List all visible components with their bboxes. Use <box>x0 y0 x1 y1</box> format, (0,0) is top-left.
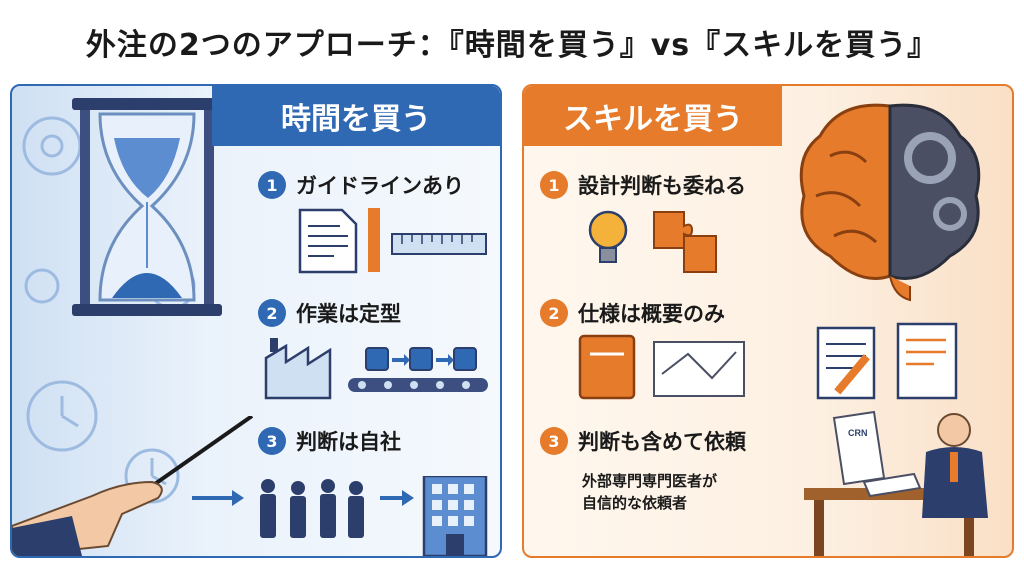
pointing-hand-icon <box>12 416 254 556</box>
document-label: CRN <box>848 428 868 438</box>
documents-pen-icon <box>816 322 958 400</box>
skill-panel: スキルを買う 1 設計判断も委ねる 2 仕様は概要のみ 3 判断も含め <box>522 84 1014 558</box>
item-label: ガイドラインあり <box>296 174 464 198</box>
document-ruler-icon <box>298 208 487 274</box>
page-title: 外注の2つのアプローチ：『時間を買う』vs『スキルを買う』 <box>85 28 939 63</box>
item-label: 判断は自社 <box>296 430 401 454</box>
skill-panel-header: スキルを買う <box>524 86 782 146</box>
item-label: 仕様は概要のみ <box>578 302 725 326</box>
time-item-routine: 2 作業は定型 <box>258 298 401 328</box>
item-number-badge: 1 <box>258 171 286 199</box>
expert-note-line: 自信的な依頼者 <box>582 494 688 512</box>
time-panel-header: 時間を買う <box>212 86 500 146</box>
brain-gear-icon <box>799 103 981 302</box>
book-sketch-icon <box>578 334 745 400</box>
item-label: 判断も含めて依頼 <box>578 430 746 454</box>
skill-item-delegate: 3 判断も含めて依頼 <box>540 426 746 456</box>
skill-item-spec: 2 仕様は概要のみ <box>540 298 725 328</box>
team-to-company-icon <box>192 476 488 556</box>
item-number-badge: 2 <box>258 299 286 327</box>
item-number-badge: 2 <box>540 299 568 327</box>
time-item-guideline: 1 ガイドラインあり <box>258 170 464 200</box>
item-label: 作業は定型 <box>296 302 401 326</box>
skill-item-design: 1 設計判断も委ねる <box>540 170 746 200</box>
hourglass-icon <box>72 98 222 316</box>
item-label: 設計判断も委ねる <box>578 174 746 198</box>
expert-at-desk-icon: CRN <box>804 410 988 556</box>
item-number-badge: 1 <box>540 171 568 199</box>
expert-note: 外部専門専門医者が 自信的な依頼者 <box>582 470 717 514</box>
lightbulb-puzzle-icon <box>588 210 717 273</box>
time-item-judgement: 3 判断は自社 <box>258 426 401 456</box>
item-number-badge: 3 <box>258 427 286 455</box>
expert-note-line: 外部専門専門医者が <box>582 472 718 490</box>
factory-conveyor-icon <box>264 338 488 400</box>
item-number-badge: 3 <box>540 427 568 455</box>
time-panel: 時間を買う 1 ガイドラインあり 2 作業は定型 3 判断は自社 <box>10 84 502 558</box>
